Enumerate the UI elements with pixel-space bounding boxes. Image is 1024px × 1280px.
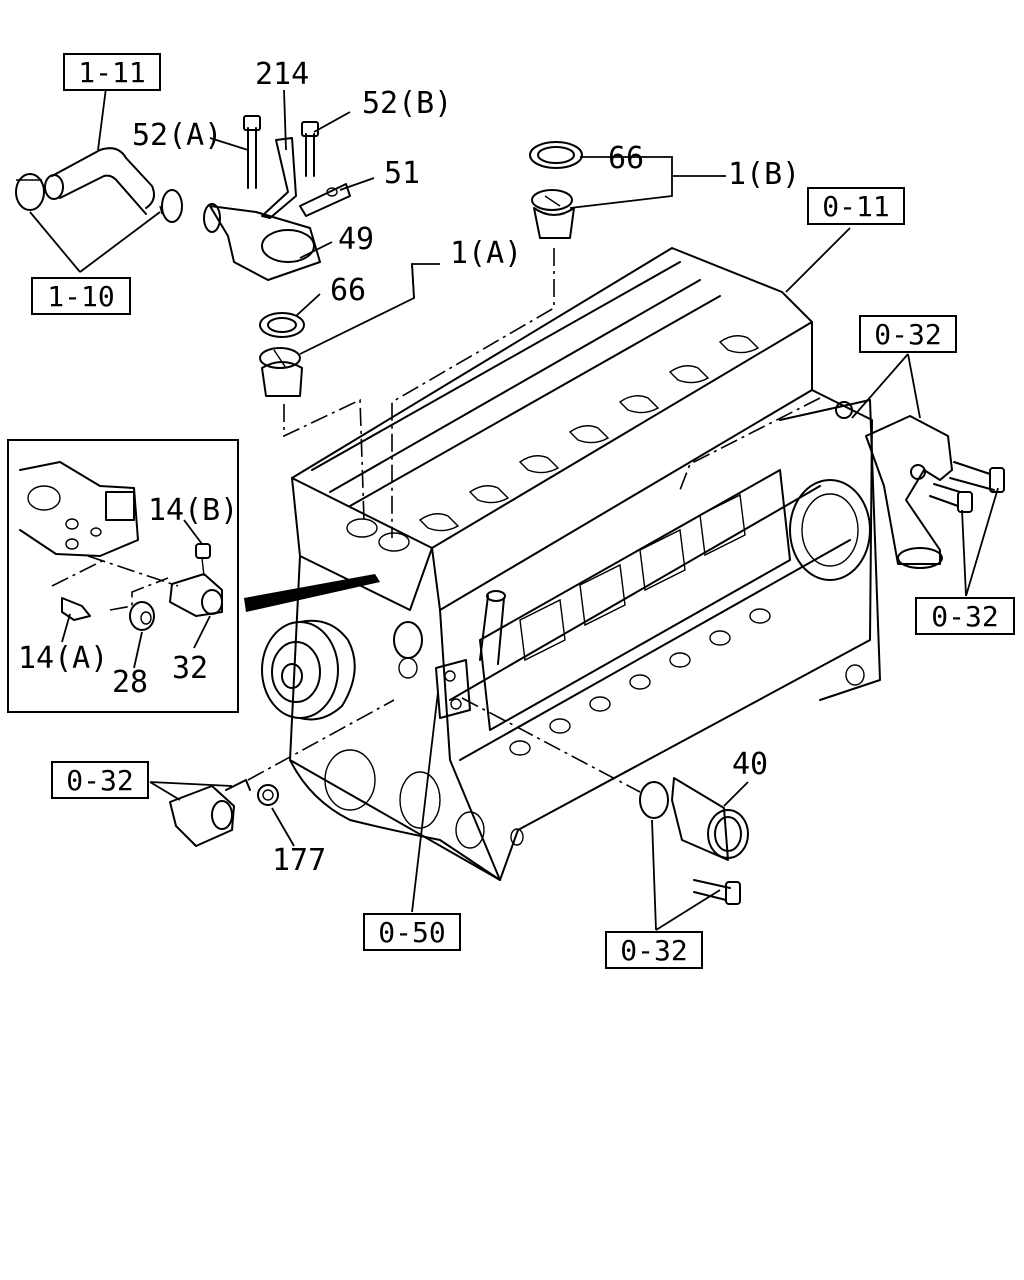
label-52a: 52(A) [132, 118, 222, 153]
label-32: 32 [172, 651, 208, 686]
ref-0-32-right: 0-32 [931, 600, 998, 633]
label-52b: 52(B) [362, 86, 452, 121]
engine-block [244, 247, 881, 881]
water-inlet-group [639, 777, 749, 905]
label-66-a: 66 [330, 273, 366, 308]
label-28: 28 [112, 665, 148, 700]
inset-detail [7, 439, 239, 713]
water-outlet-right [835, 401, 1005, 569]
part-labels: 214 52(A) 52(B) 51 49 66 1(A) 66 1(B) 14… [18, 57, 800, 878]
assembly-lines [247, 248, 821, 793]
label-1b: 1(B) [728, 157, 800, 192]
label-177: 177 [272, 843, 326, 878]
label-14a: 14(A) [18, 641, 108, 676]
label-51: 51 [384, 156, 420, 191]
ref-0-50: 0-50 [378, 916, 445, 949]
ref-0-32-bottom: 0-32 [620, 934, 687, 967]
label-40: 40 [732, 747, 768, 782]
ref-0-32-top-right: 0-32 [874, 318, 941, 351]
label-1a: 1(A) [450, 236, 522, 271]
label-49: 49 [338, 222, 374, 257]
label-66-b: 66 [608, 141, 644, 176]
reference-boxes: 1-11 1-10 0-11 0-32 0-32 0-32 0-50 0-32 [31, 53, 1015, 969]
thermostat-b-group [529, 141, 583, 239]
ref-1-10: 1-10 [47, 280, 114, 313]
thermostat-housing-group [15, 115, 351, 397]
ref-0-32-left: 0-32 [66, 764, 133, 797]
label-214: 214 [255, 57, 309, 92]
ref-1-11: 1-11 [78, 56, 145, 89]
leader-lines [29, 87, 999, 931]
label-14b: 14(B) [148, 493, 238, 528]
sensor-left-group [169, 779, 279, 847]
ref-0-11: 0-11 [822, 190, 889, 223]
